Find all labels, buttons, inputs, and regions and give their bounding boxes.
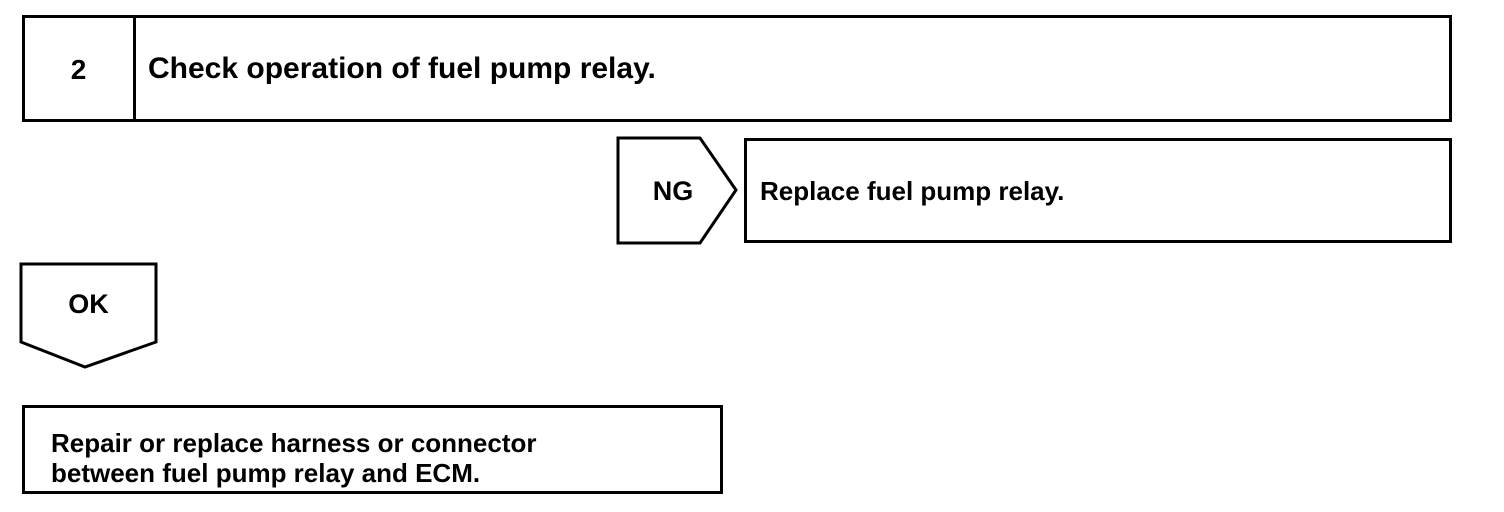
ok-action-box — [22, 405, 723, 494]
step-title: Check operation of fuel pump relay. — [148, 52, 656, 85]
step-number-divider — [133, 15, 136, 122]
step-number: 2 — [70, 54, 87, 85]
ng-label: NG — [652, 176, 694, 206]
ok-arrow-shape — [19, 262, 158, 369]
ng-action-text: Replace fuel pump relay. — [760, 176, 1065, 206]
step-header-box — [22, 15, 1452, 122]
ok-label: OK — [68, 289, 109, 319]
ok-action-text-line1: Repair or replace harness or connector — [51, 428, 537, 458]
ng-action-box — [744, 138, 1452, 243]
ok-action-text-line2: between fuel pump relay and ECM. — [51, 458, 481, 488]
